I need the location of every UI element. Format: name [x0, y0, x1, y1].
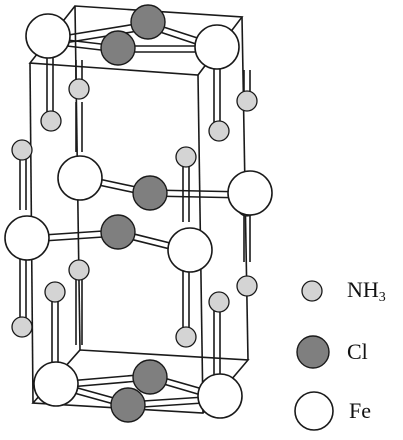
- nh3-atom: [40, 110, 62, 132]
- fe-atom: [33, 361, 79, 407]
- cl-atom: [100, 30, 136, 66]
- atoms: [4, 4, 273, 423]
- bond-v-low1: [75, 275, 83, 345]
- nh3-atom: [236, 275, 258, 297]
- fe-atom: [57, 155, 103, 201]
- nh3-atom: [236, 90, 258, 112]
- legend-label-fe: Fe: [349, 398, 371, 423]
- nh3-atom: [175, 326, 197, 348]
- legend-fe-marker: [294, 391, 334, 431]
- fe-atom: [4, 215, 50, 261]
- legend-nh3-marker: [301, 280, 323, 302]
- legend-label-nh3: NH3: [347, 277, 386, 305]
- nh3-atom: [68, 259, 90, 281]
- fe-atom: [194, 24, 240, 70]
- legend-markers: [294, 280, 334, 431]
- cl-atom: [130, 4, 166, 40]
- nh3-atom: [208, 120, 230, 142]
- bond-v-low3: [182, 270, 190, 330]
- nh3-atom: [44, 281, 66, 303]
- bond-v-low4: [213, 305, 221, 382]
- fe-atom: [227, 170, 273, 216]
- cl-atom: [110, 387, 146, 423]
- nh3-atom: [175, 146, 197, 168]
- cl-atom: [100, 214, 136, 250]
- bond-v-mid3: [243, 210, 251, 262]
- bond-v-left2: [19, 255, 27, 322]
- nh3-atom: [68, 78, 90, 100]
- fe-atom: [197, 373, 243, 419]
- bond-v-tl: [46, 50, 54, 118]
- legend-label-cl: Cl: [347, 339, 368, 364]
- nh3-atom: [208, 291, 230, 313]
- nh3-atom: [11, 316, 33, 338]
- fe-atom: [25, 13, 71, 59]
- fe-atom: [167, 227, 213, 273]
- cl-atom: [132, 175, 168, 211]
- bond-v-low2: [51, 295, 59, 372]
- bond-v-tr: [213, 60, 221, 128]
- bond-v-left: [19, 152, 27, 210]
- legend-cl-marker: [296, 335, 330, 369]
- cl-atom: [132, 359, 168, 395]
- nh3-atom: [11, 139, 33, 161]
- bonds: [19, 21, 251, 409]
- bond-v-mid1: [75, 102, 83, 152]
